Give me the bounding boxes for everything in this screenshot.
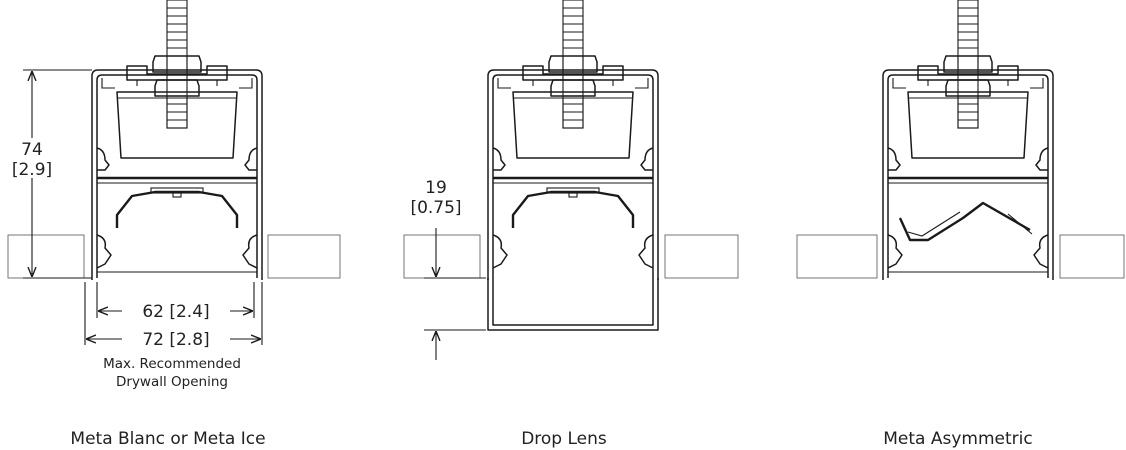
caption-meta-asymmetric: Meta Asymmetric xyxy=(883,429,1032,449)
drywall-hatch-right xyxy=(1059,234,1125,279)
profile-meta-asymmetric: Meta Asymmetric xyxy=(796,0,1125,449)
drop-in-label: [0.75] xyxy=(410,198,461,218)
height-mm-label: 74 xyxy=(21,140,43,160)
drywall-hatch-left xyxy=(7,234,85,279)
drywall-note-line1: Max. Recommended xyxy=(103,356,241,372)
drywall-note-line2: Drywall Opening xyxy=(116,374,228,390)
drywall-hatch-left xyxy=(403,234,481,279)
inner-width-label: 62 [2.4] xyxy=(142,302,209,322)
profile-meta-blanc-ice: 74 [2.9] 62 [2.4] 72 [2.8] Max. Recommen… xyxy=(7,0,341,449)
drop-mm-label: 19 xyxy=(425,178,447,198)
drywall-hatch-right xyxy=(267,234,341,279)
height-in-label: [2.9] xyxy=(12,160,52,180)
drywall-hatch-right xyxy=(664,234,739,279)
caption-meta-blanc-ice: Meta Blanc or Meta Ice xyxy=(70,429,265,449)
outer-width-label: 72 [2.8] xyxy=(142,330,209,350)
caption-drop-lens: Drop Lens xyxy=(521,429,607,449)
profile-drop-lens: 19 [0.75] Drop Lens xyxy=(403,0,739,449)
drywall-hatch-left xyxy=(796,234,878,279)
